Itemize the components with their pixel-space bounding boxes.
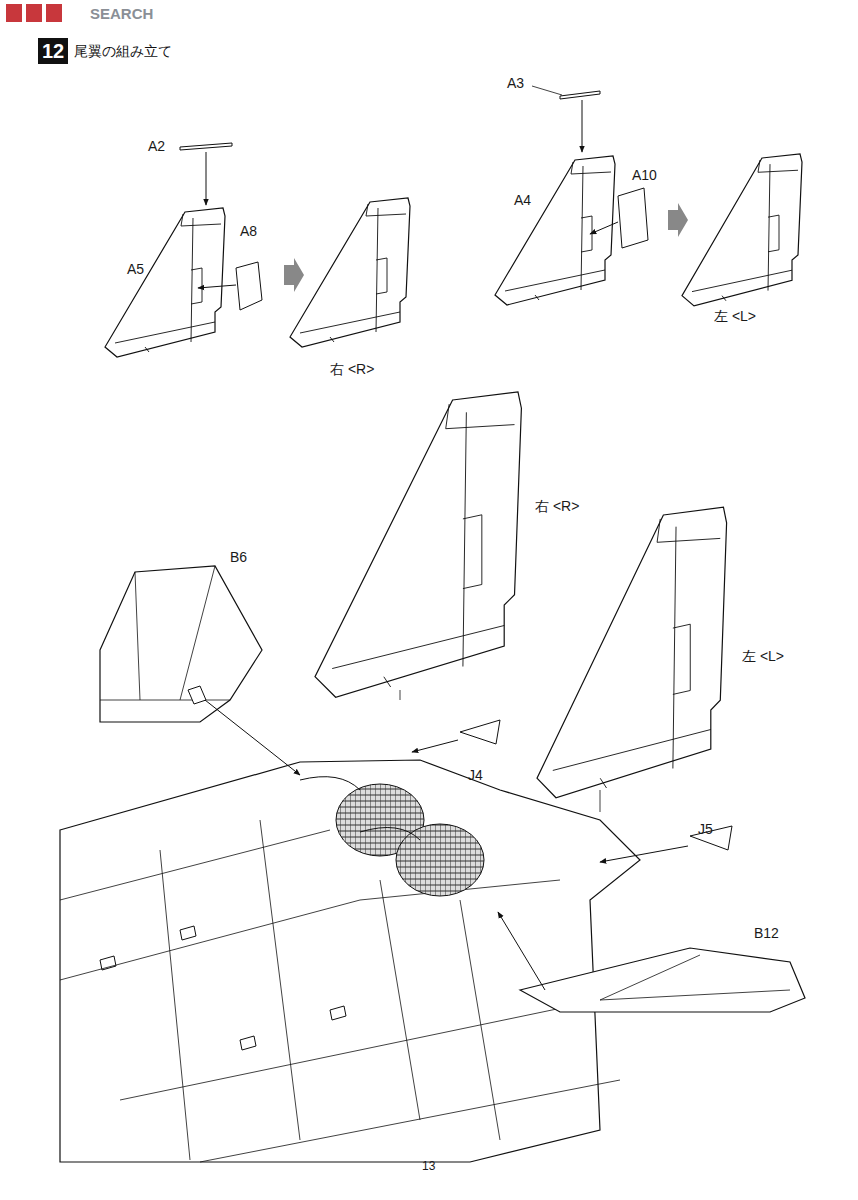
side-label: 左 <L> xyxy=(714,309,756,324)
part-number: A8 xyxy=(240,224,257,239)
part-number: A4 xyxy=(514,193,531,208)
part-number: J5 xyxy=(698,822,713,837)
side-label: 右 <R> xyxy=(535,499,579,514)
step-title: 尾翼の組み立て xyxy=(74,43,172,61)
part-number: B6 xyxy=(230,550,247,565)
part-number: A5 xyxy=(127,262,144,277)
page-number: 13 xyxy=(422,1160,435,1173)
side-label: 右 <R> xyxy=(330,362,374,377)
step-number: 12 xyxy=(42,41,64,61)
part-number: A3 xyxy=(507,76,524,91)
side-label: 左 <L> xyxy=(742,649,784,664)
part-number: A2 xyxy=(148,139,165,154)
part-number: J4 xyxy=(468,768,483,783)
step-number-box: 12 xyxy=(38,38,68,64)
watermark: SEARCH xyxy=(90,6,153,23)
part-number: A10 xyxy=(632,168,657,183)
part-number: B12 xyxy=(754,926,779,941)
